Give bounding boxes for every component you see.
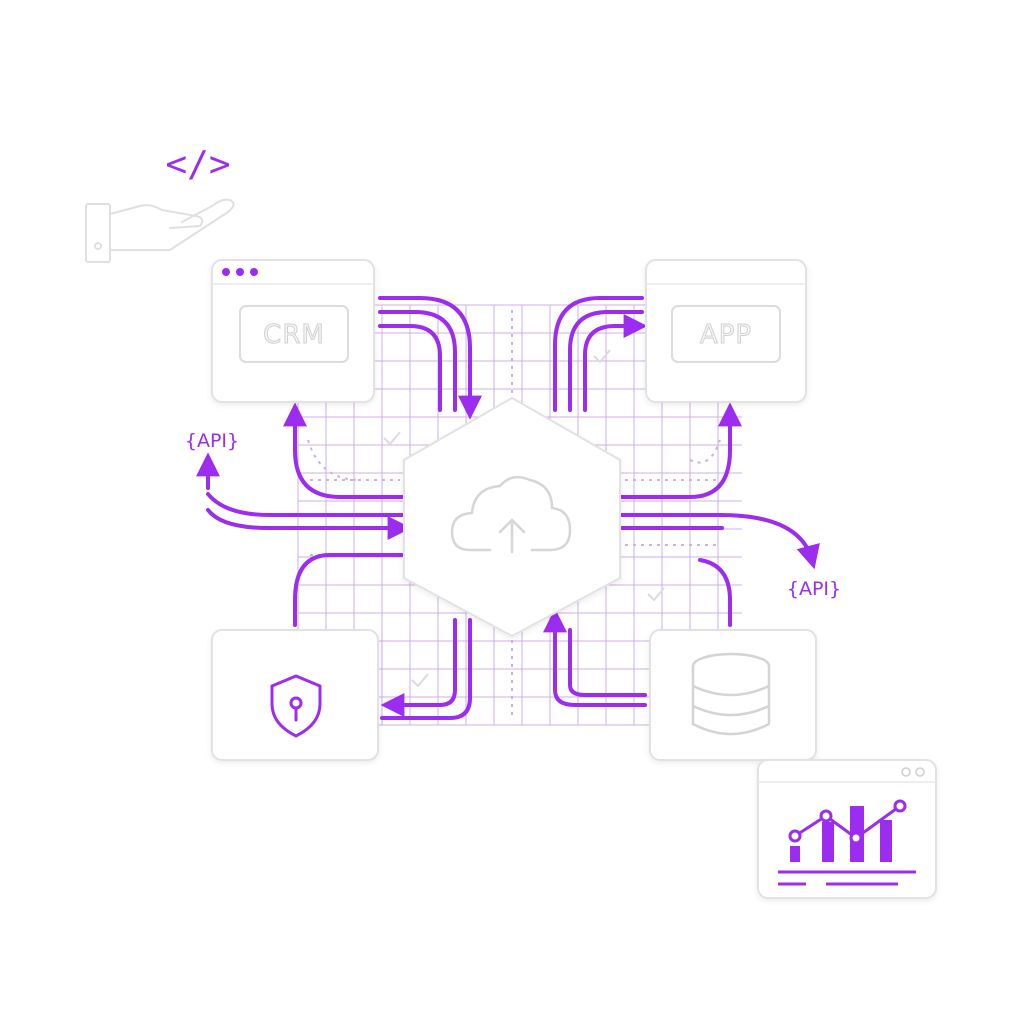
- code-icon: </>: [165, 144, 230, 185]
- app-label: APP: [700, 320, 752, 350]
- crm-label: CRM: [263, 320, 325, 350]
- connector-lines: [196, 296, 820, 720]
- hand-icon: [85, 198, 235, 263]
- cloud-upload-icon: [450, 475, 572, 554]
- cloud-hub[interactable]: [403, 396, 621, 638]
- shield-lock-icon: [270, 674, 322, 738]
- database-icon: [691, 652, 771, 736]
- api-label-left: {API}: [185, 430, 239, 452]
- window-dots-icon: [222, 268, 258, 276]
- app-card[interactable]: [645, 259, 807, 403]
- api-label-right: {API}: [787, 578, 841, 600]
- crm-card[interactable]: [211, 259, 375, 403]
- check-icon: [383, 349, 665, 688]
- analytics-chart-icon: [778, 799, 916, 886]
- security-card[interactable]: [211, 629, 379, 761]
- analytics-card[interactable]: [757, 759, 937, 899]
